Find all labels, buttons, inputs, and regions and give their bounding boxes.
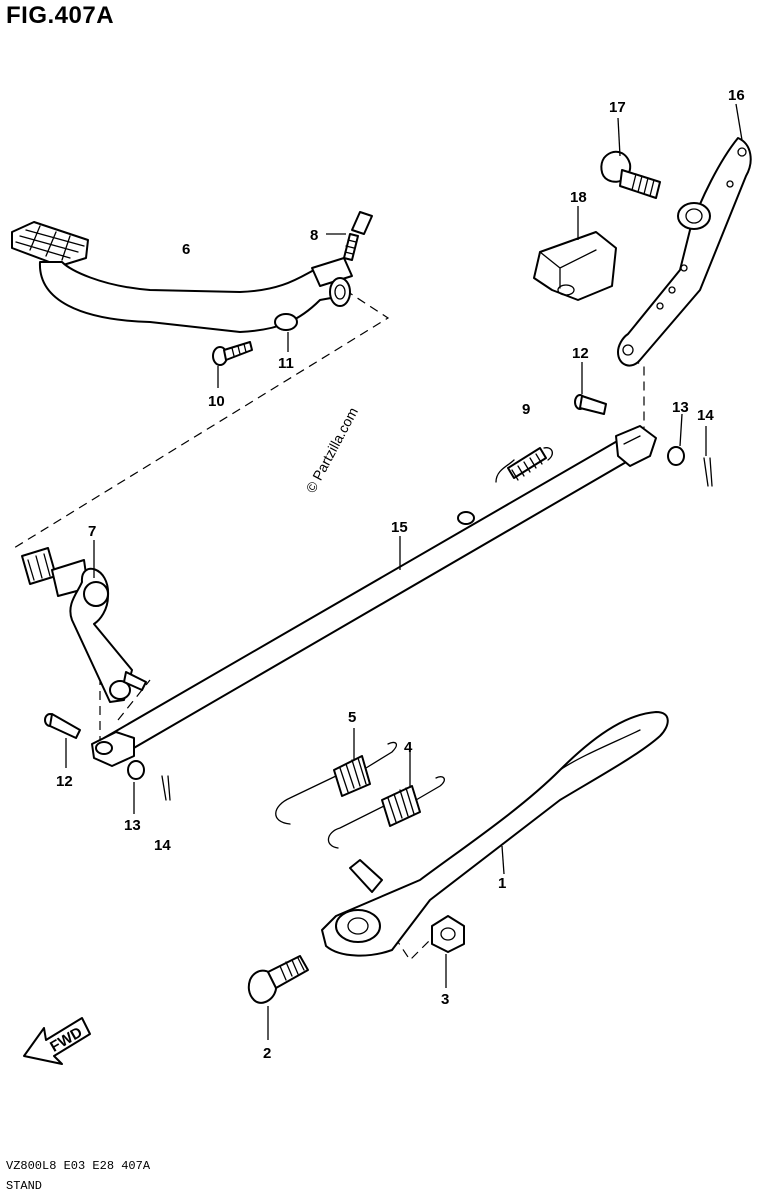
figure-title: FIG.407A	[6, 2, 115, 29]
callout-3: 3	[441, 991, 449, 1008]
callout-12-right: 12	[572, 345, 589, 362]
pin-part-12-right	[574, 394, 607, 415]
spring-part-4	[327, 776, 445, 849]
callout-13-right: 13	[672, 399, 689, 416]
footer: VZ800L8 E03 E28 407A STAND	[6, 1156, 150, 1196]
footer-model-code: VZ800L8 E03 E28 407A	[6, 1159, 151, 1173]
washer-part-13-left	[127, 760, 145, 780]
bolt-part-8	[343, 211, 373, 261]
callout-1: 1	[498, 875, 506, 892]
callout-12-left: 12	[56, 773, 73, 790]
callout-numbers: 1 2 3 4 5 6 7 8 9 10 11 12 12 13 13 14 1…	[56, 87, 745, 1062]
callout-10: 10	[208, 393, 225, 410]
cover-part-18	[533, 231, 617, 301]
callout-6: 6	[182, 241, 190, 258]
rod-part-15	[91, 425, 657, 767]
bolt-part-10	[212, 341, 253, 366]
arm-part-7	[21, 547, 147, 703]
callout-16: 16	[728, 87, 745, 104]
callout-15: 15	[391, 519, 408, 536]
brake-pedal-part-6	[11, 221, 353, 333]
parts-diagram: FWD © Partzilla.com 1 2 3 4 5 6 7 8 9 10	[11, 87, 752, 1065]
pin-part-12-left	[44, 713, 81, 739]
watermark: © Partzilla.com	[303, 405, 361, 496]
footer-figure-name: STAND	[6, 1179, 43, 1193]
spring-part-9	[495, 447, 553, 483]
spring-part-5	[275, 741, 397, 825]
callout-8: 8	[310, 227, 318, 244]
side-stand-part-1	[321, 711, 669, 957]
bolt-part-2	[247, 955, 309, 1004]
callout-5: 5	[348, 709, 356, 726]
bolt-part-17	[600, 150, 661, 199]
fwd-arrow-icon: FWD	[23, 1017, 91, 1065]
cotter-pin-part-14-left	[161, 775, 171, 801]
callout-2: 2	[263, 1045, 271, 1062]
callout-4: 4	[404, 739, 413, 756]
washer-part-13-right	[667, 446, 685, 466]
lever-part-16	[617, 137, 752, 367]
callout-17: 17	[609, 99, 626, 116]
callout-18: 18	[570, 189, 587, 206]
callout-13-left: 13	[124, 817, 141, 834]
callout-14-left: 14	[154, 837, 171, 854]
collar-part-11	[274, 313, 298, 331]
cotter-pin-part-14-right	[703, 457, 713, 487]
callout-11: 11	[278, 355, 294, 372]
callout-9: 9	[522, 401, 530, 418]
nut-part-3	[431, 915, 465, 953]
callout-7: 7	[88, 523, 96, 540]
callout-14-right: 14	[697, 407, 714, 424]
callout-leader-lines	[65, 103, 743, 1040]
